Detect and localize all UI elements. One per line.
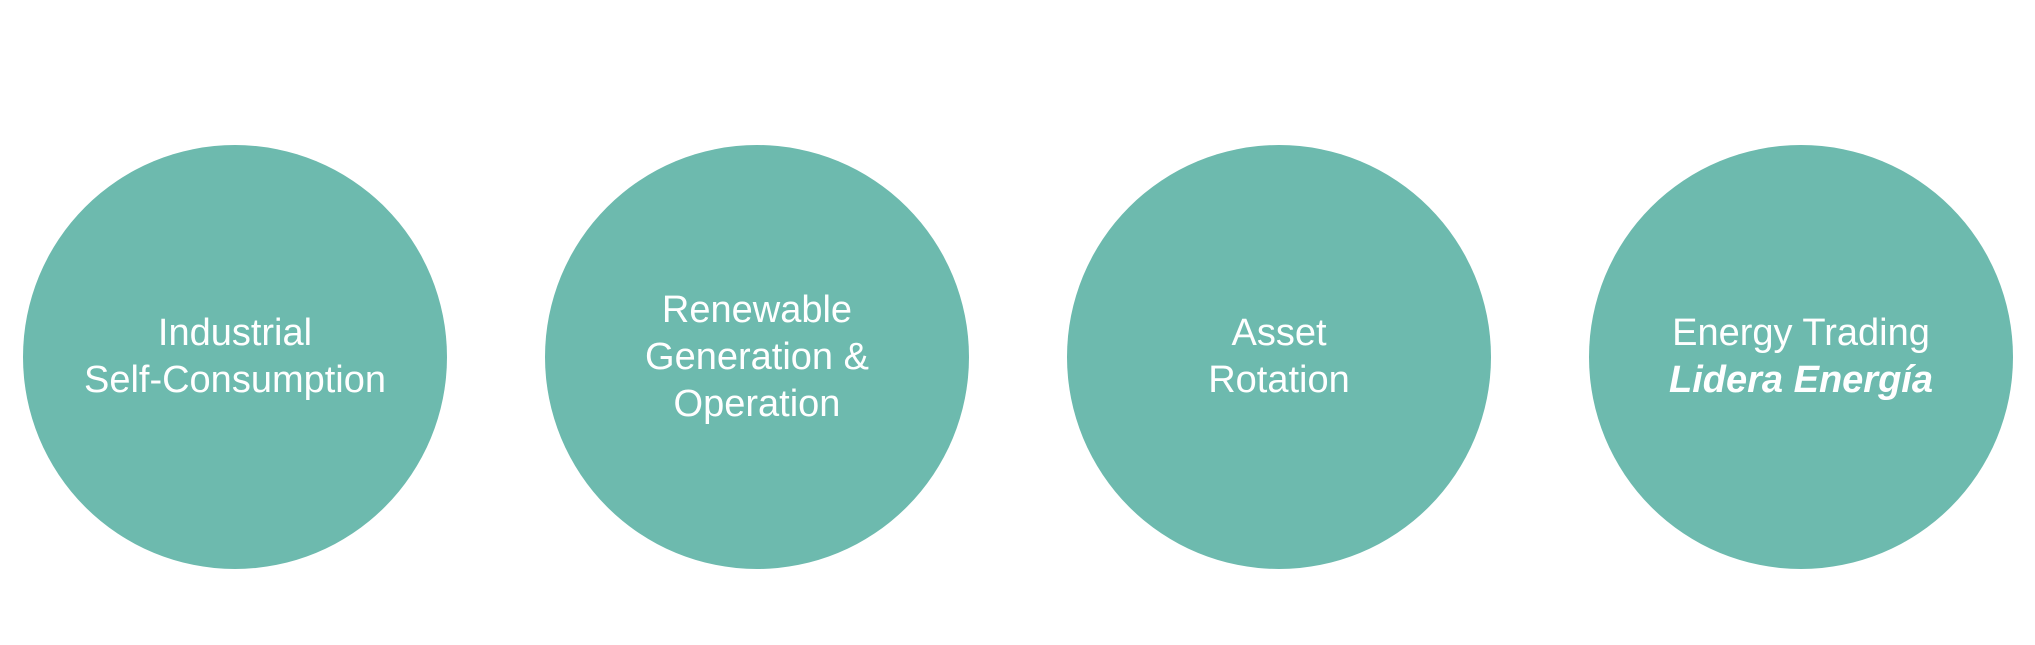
circle-label-line: Energy Trading xyxy=(1672,312,1930,354)
circle-renewable-generation-operation: Renewable Generation & Operation xyxy=(545,145,969,569)
circle-label-line: Self-Consumption xyxy=(83,359,387,401)
circle-energy-trading: Energy Trading Lidera Energía xyxy=(1589,145,2013,569)
circle-brand-label: Lidera Energía xyxy=(1669,359,1933,401)
circle-label-line: Asset xyxy=(1231,312,1327,354)
circle-asset-rotation: Asset Rotation xyxy=(1067,145,1491,569)
circle-industrial-self-consumption: Industrial Self-Consumption xyxy=(23,145,447,569)
circle-label-line: Operation xyxy=(673,382,841,425)
circle-label-line: Generation & xyxy=(645,335,869,378)
circle-label-line: Industrial xyxy=(157,312,313,354)
circle-label-line: Renewable xyxy=(661,288,853,331)
circle-label-line: Rotation xyxy=(1208,359,1350,401)
